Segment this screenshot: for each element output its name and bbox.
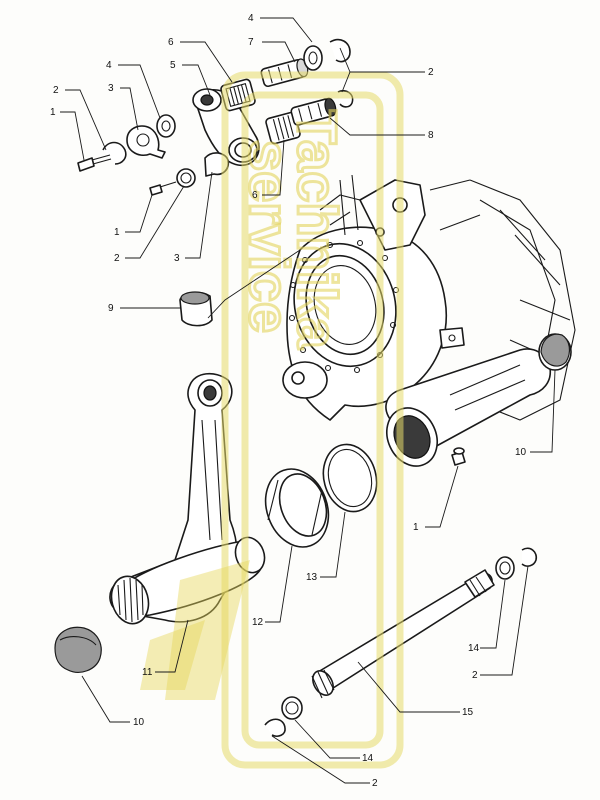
callout-6-top: 6 bbox=[168, 37, 174, 48]
callout-14-right: 14 bbox=[468, 643, 480, 654]
watermark-text-1: Tachnika bbox=[286, 110, 349, 349]
callout-13: 13 bbox=[306, 572, 318, 583]
seal-ring-13 bbox=[322, 443, 378, 513]
callout-12: 12 bbox=[252, 617, 264, 628]
bush-part-9 bbox=[179, 291, 213, 327]
callout-1-mid: 1 bbox=[114, 227, 120, 238]
callout-3-mid: 3 bbox=[174, 253, 180, 264]
callout-10-right: 10 bbox=[515, 447, 527, 458]
bottom-washers bbox=[264, 696, 303, 737]
cap-10-left bbox=[54, 626, 102, 673]
brake-lever-arm bbox=[109, 372, 266, 625]
callout-2-right: 2 bbox=[472, 670, 478, 681]
callout-14-bottom: 14 bbox=[362, 753, 374, 764]
callout-11: 11 bbox=[142, 667, 153, 678]
callout-10-left: 10 bbox=[133, 717, 145, 728]
splined-shaft-15 bbox=[311, 569, 495, 699]
bearing-ring-12 bbox=[264, 468, 330, 548]
callout-7: 7 bbox=[248, 37, 254, 48]
swing-arm-housing bbox=[282, 174, 576, 421]
callout-5: 5 bbox=[170, 60, 176, 71]
callout-1-right: 1 bbox=[413, 522, 419, 533]
callout-2-bottom: 2 bbox=[372, 778, 378, 789]
callout-2-mid: 2 bbox=[114, 253, 120, 264]
callout-6-mid: 6 bbox=[252, 190, 258, 201]
callout-4-left: 4 bbox=[106, 60, 112, 71]
callout-9: 9 bbox=[108, 303, 114, 314]
callout-1-top-left: 1 bbox=[50, 107, 56, 118]
callout-leaders bbox=[60, 17, 556, 784]
grease-nipple-1 bbox=[451, 447, 466, 466]
callout-8: 8 bbox=[428, 130, 434, 141]
right-washers bbox=[495, 547, 538, 580]
callout-15: 15 bbox=[462, 707, 474, 718]
callout-3-top: 3 bbox=[108, 83, 114, 94]
callout-numbers: 4 6 7 4 5 2 3 2 1 8 6 1 2 3 9 10 1 13 12… bbox=[50, 13, 527, 789]
watermark-text-2: service bbox=[238, 140, 301, 333]
watermark-logo: Tachnika service bbox=[140, 71, 404, 769]
callout-2-top-right: 2 bbox=[428, 67, 434, 78]
callout-2-top-left: 2 bbox=[53, 85, 59, 96]
callout-4-top: 4 bbox=[248, 13, 254, 24]
